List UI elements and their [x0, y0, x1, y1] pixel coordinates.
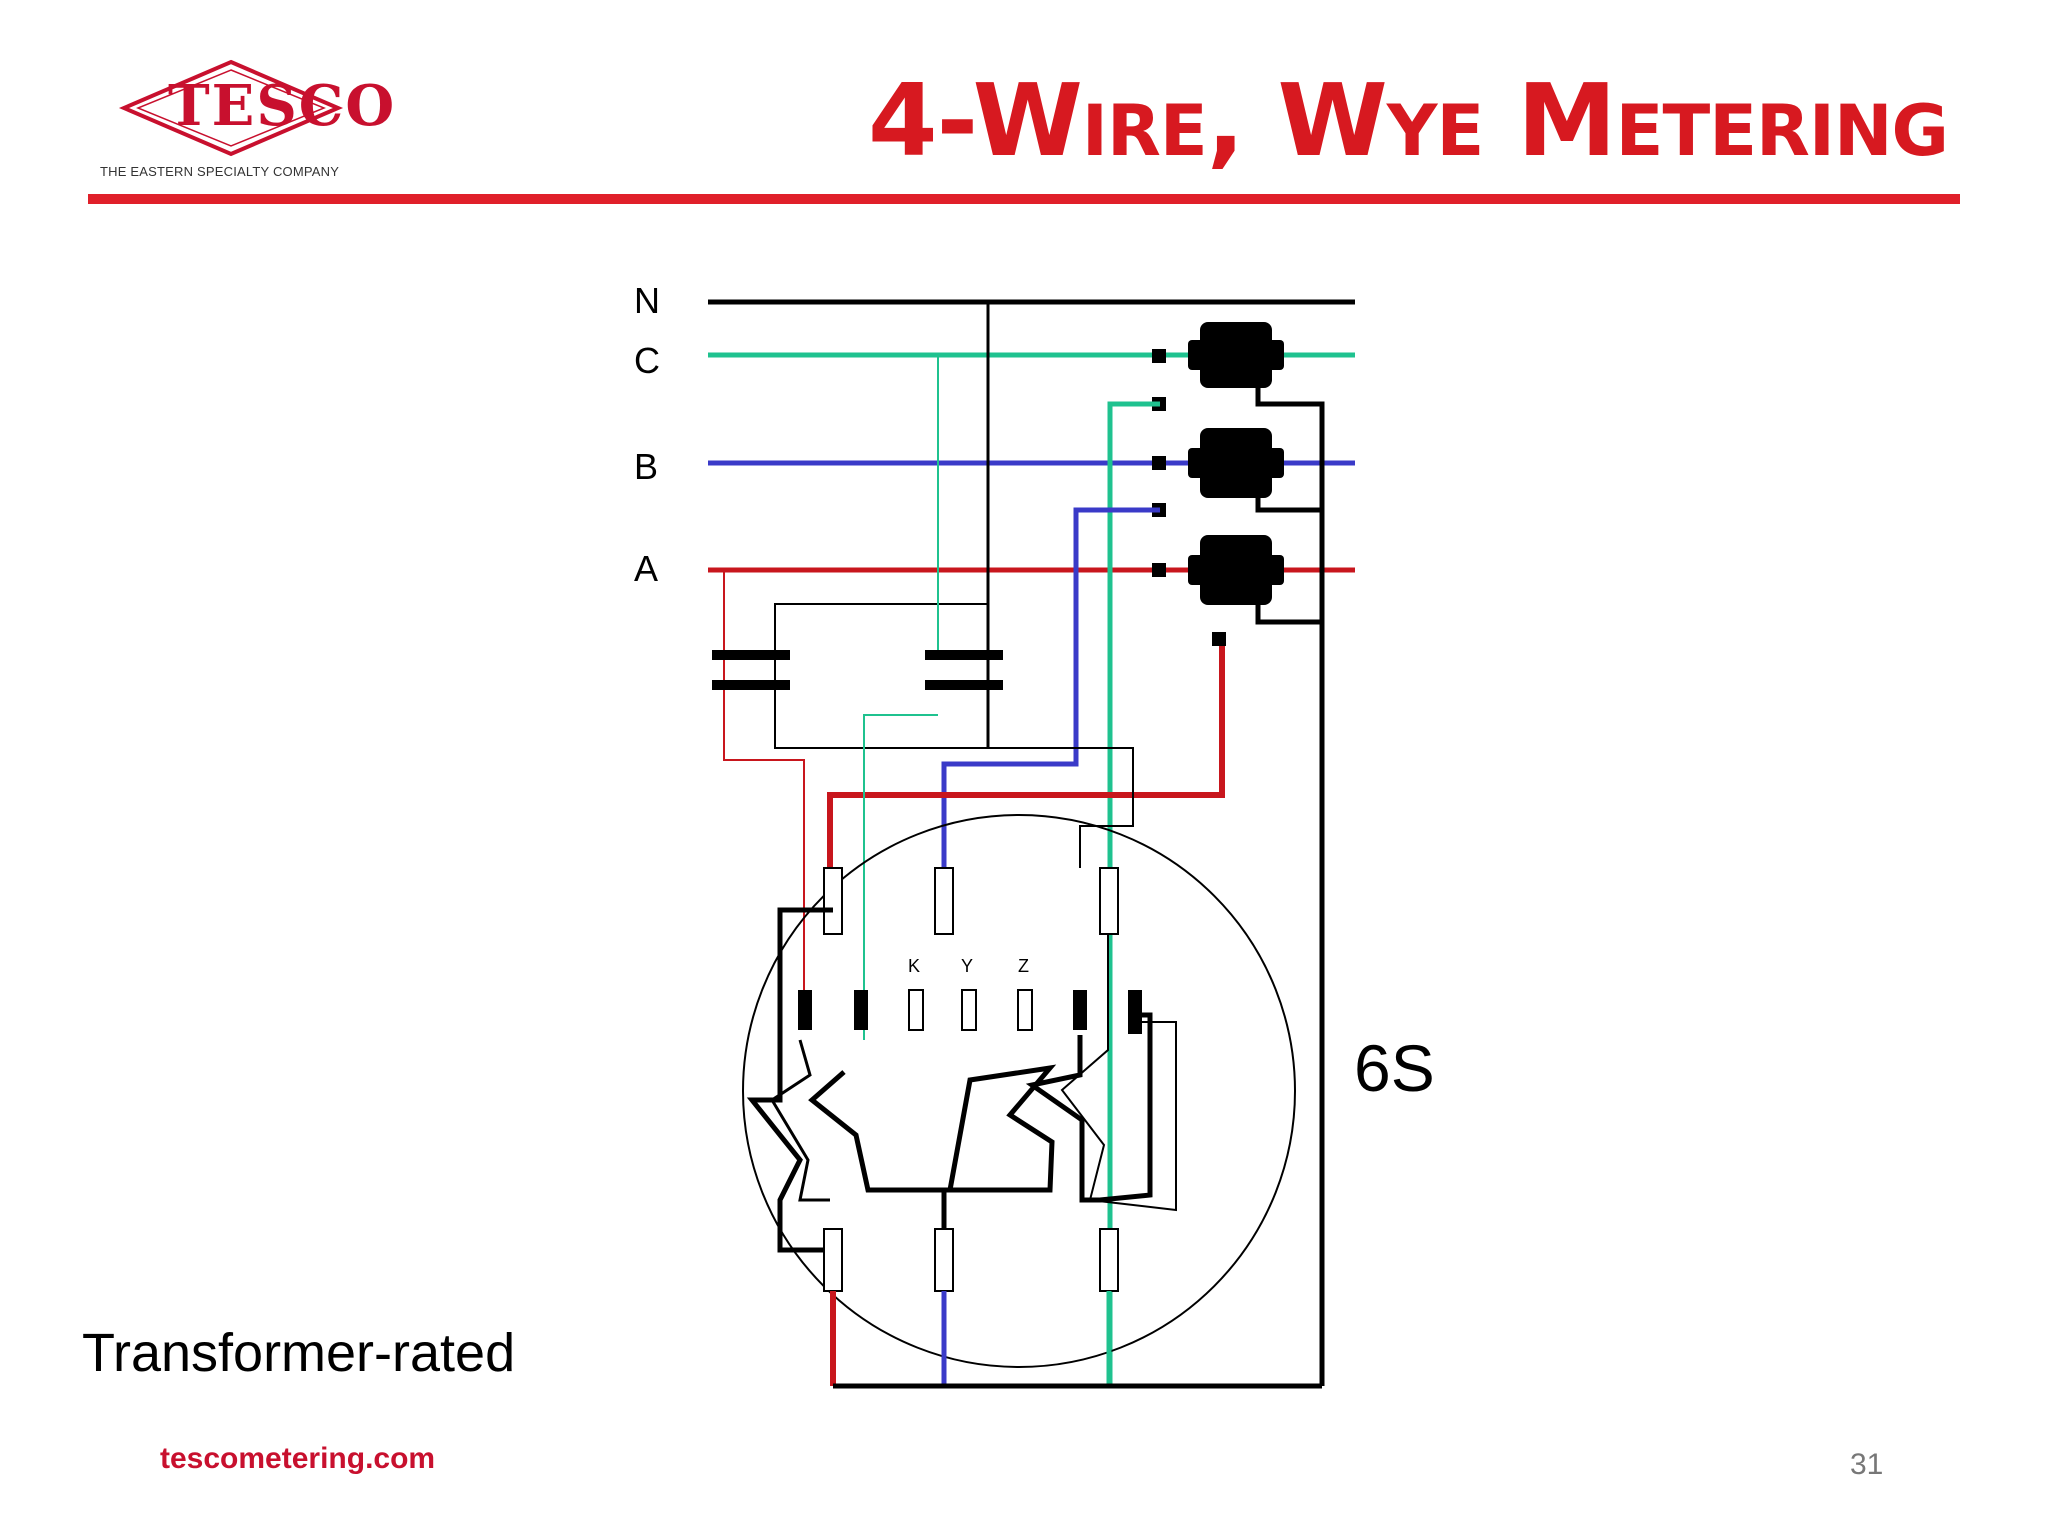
kyz-terminal-k: [908, 989, 924, 1031]
meter-terminal-bottom-a: [823, 1228, 843, 1292]
kyz-terminal-y: [961, 989, 977, 1031]
ct-c-secondary: [1255, 388, 1325, 1386]
pt-frame: [774, 603, 1134, 827]
voltage-terminal-1: [798, 990, 812, 1030]
label-phase-b: B: [634, 446, 659, 487]
ct-phase-c: [1152, 322, 1284, 411]
meter-terminal-bottom-c: [1099, 1228, 1119, 1292]
coil-element-a: [746, 907, 833, 1253]
voltage-terminal-2: [854, 990, 868, 1030]
ct-phase-a: [1152, 535, 1284, 646]
meter-frame-c: [1079, 825, 1098, 868]
pt-c: [925, 650, 1003, 690]
logo-tagline: THE EASTERN SPECIALTY COMPANY: [100, 164, 340, 179]
label-terminal-k: K: [908, 956, 921, 976]
kyz-terminal-z: [1017, 989, 1033, 1031]
transformer-rated-caption: Transformer-rated: [82, 1323, 516, 1383]
ct-a-secondary: [1255, 605, 1322, 625]
voltage-terminal-4: [1128, 990, 1142, 1034]
meter-terminal-top-c: [1099, 867, 1119, 935]
ct-c-to-meter: [1107, 401, 1160, 1386]
label-terminal-z: Z: [1018, 956, 1029, 976]
page-number: 31: [1850, 1448, 1884, 1481]
label-phase-c: C: [634, 340, 660, 381]
meter-terminal-bottom-b: [934, 1228, 954, 1292]
slide-title: 4-Wire, Wye Metering: [868, 62, 1949, 179]
pt-a: [712, 650, 790, 690]
footer-website-link[interactable]: tescometering.com: [160, 1442, 436, 1475]
logo-diamond-icon: [118, 59, 344, 157]
label-terminal-y: Y: [961, 956, 974, 976]
coil-inner-a: [769, 1039, 830, 1202]
label-phase-a: A: [634, 548, 659, 589]
meter-socket-circle: [742, 814, 1296, 1368]
ct-b-to-meter: [941, 507, 1160, 868]
ct-phase-b: [1152, 428, 1284, 517]
a-pt-tap: [723, 570, 805, 1000]
title-divider: [88, 194, 1960, 204]
meter-terminal-top-b: [934, 867, 954, 935]
meter-form-label: 6S: [1354, 1031, 1435, 1105]
label-neutral: N: [634, 280, 660, 321]
tesco-logo: TESCO THE EASTERN SPECIALTY COMPANY: [96, 56, 394, 196]
coil-element-c: [1025, 1012, 1153, 1203]
ct-a-to-meter: [827, 646, 1225, 868]
meter-terminal-top-a: [823, 867, 843, 935]
c-pt-secondary: [863, 714, 938, 1040]
voltage-terminal-3: [1073, 990, 1087, 1030]
coil-element-b: [808, 1064, 1057, 1229]
coil-inner-c: [1060, 934, 1177, 1212]
ct-b-secondary: [1255, 498, 1322, 513]
